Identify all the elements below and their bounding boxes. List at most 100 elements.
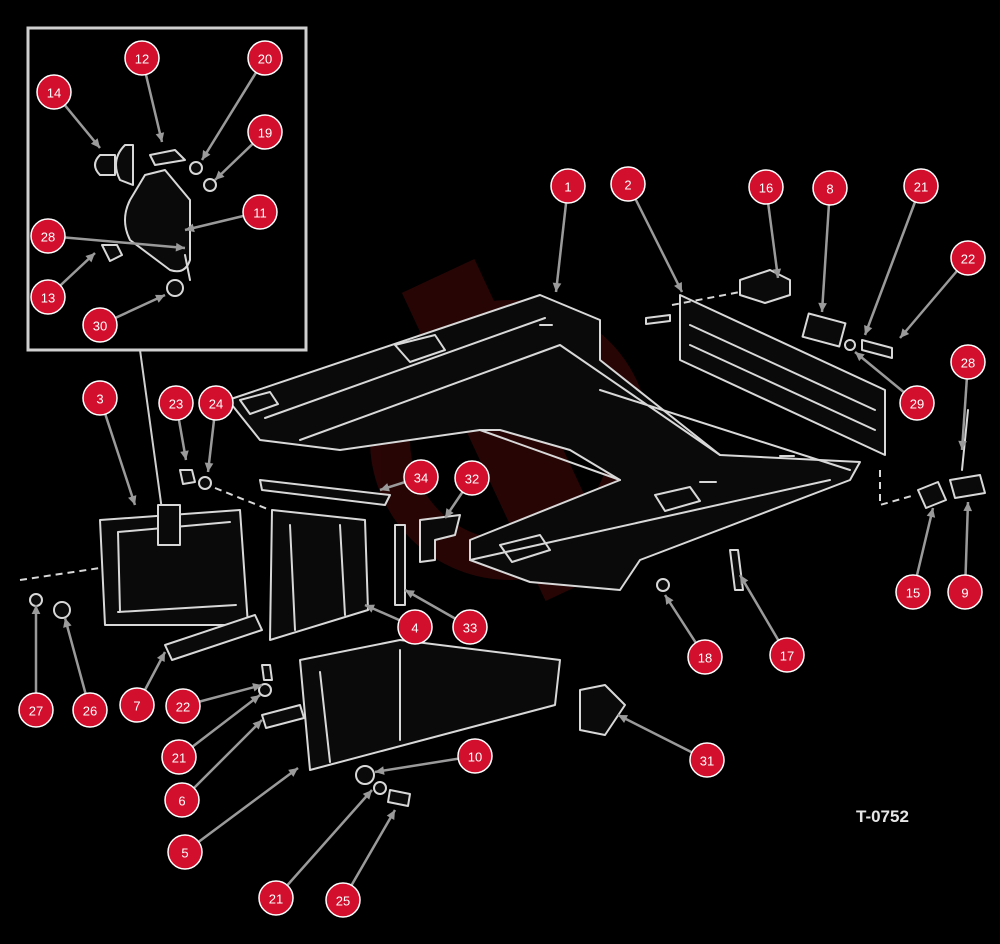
callout-26: 26 (72, 692, 108, 728)
callout-badge (610, 166, 646, 202)
leader-arrowhead (90, 138, 100, 148)
callout-badge (72, 692, 108, 728)
callout-badge (452, 609, 488, 645)
callout-badge (82, 307, 118, 343)
callout-badge (198, 385, 234, 421)
callout-badge (82, 380, 118, 416)
wire-part (961, 409, 969, 471)
screw-part (261, 664, 273, 681)
leader-arrowhead (772, 268, 782, 278)
callout-18: 18 (687, 639, 723, 675)
callout-label: 19 (258, 126, 272, 141)
callout-22: 22 (950, 240, 986, 276)
detail-inset-pointer (139, 349, 163, 511)
leader-arrowhead (958, 440, 967, 450)
main-frame (227, 294, 861, 591)
leader-arrowhead (445, 508, 454, 518)
callout-14: 14 (36, 74, 72, 110)
callout-badge (119, 687, 155, 723)
assembly-line (19, 567, 101, 581)
callout-21: 21 (161, 739, 197, 775)
left-cover (99, 504, 249, 626)
callout-33: 33 (452, 609, 488, 645)
callout-badge (903, 168, 939, 204)
hinge-part (579, 684, 626, 736)
callout-badge (258, 880, 294, 916)
callout-label: 9 (961, 586, 968, 601)
stud-part (729, 549, 744, 591)
roller-part (164, 614, 263, 661)
leader-arrowhead (155, 294, 165, 303)
leader-line-2 (626, 183, 684, 293)
callout-label: 10 (468, 750, 482, 765)
callout-badge (124, 40, 160, 76)
leader-arrowhead (855, 352, 865, 362)
callout-badge (167, 834, 203, 870)
callout-label: 15 (906, 586, 920, 601)
callout-badge (457, 738, 493, 774)
callout-1: 1 (550, 168, 586, 204)
callout-label: 34 (414, 471, 428, 486)
pin-part (645, 314, 671, 325)
leader-arrowhead (180, 450, 189, 460)
callout-badge (899, 385, 935, 421)
callout-badge (812, 170, 848, 206)
callout-badge (30, 279, 66, 315)
callout-label: 23 (169, 397, 183, 412)
leader-arrowhead (204, 462, 214, 472)
knob-part (949, 474, 986, 499)
bar-part (259, 479, 391, 506)
leader-arrowhead (380, 483, 390, 492)
callout-11: 11 (242, 194, 278, 230)
callout-28: 28 (30, 218, 66, 254)
callout-label: 32 (465, 472, 479, 487)
leader-arrowhead (386, 810, 395, 820)
leader-arrowhead (185, 223, 195, 233)
callout-28: 28 (950, 344, 986, 380)
callout-label: 5 (181, 846, 188, 861)
callout-label: 33 (463, 621, 477, 636)
leader-arrowhead (85, 253, 95, 263)
pin-part (261, 704, 305, 729)
leader-line-21 (275, 789, 373, 899)
leader-arrowhead (31, 605, 41, 615)
callout-label: 21 (914, 180, 928, 195)
leader-arrowhead (375, 766, 385, 775)
washer-part (844, 339, 856, 351)
leader-arrowhead (900, 328, 910, 338)
callout-13: 13 (30, 279, 66, 315)
callout-label: 30 (93, 319, 107, 334)
callout-21: 21 (903, 168, 939, 204)
washer-part (258, 683, 272, 697)
callout-badge (950, 344, 986, 380)
callout-8: 8 (812, 170, 848, 206)
callout-label: 8 (826, 182, 833, 197)
callout-label: 20 (258, 52, 272, 67)
callout-badge (950, 240, 986, 276)
callout-label: 26 (83, 704, 97, 719)
leader-arrowhead (818, 302, 827, 312)
callout-2: 2 (610, 166, 646, 202)
callout-label: 28 (961, 356, 975, 371)
leader-arrowhead (618, 715, 628, 723)
screw-part (179, 469, 196, 485)
callout-badge (164, 782, 200, 818)
bolt-part (861, 339, 893, 359)
callout-label: 7 (133, 699, 140, 714)
leader-arrowhead (665, 595, 674, 605)
callout-label: 27 (29, 704, 43, 719)
leader-arrowhead (926, 508, 936, 518)
side-panel (679, 269, 886, 456)
callout-label: 24 (209, 397, 223, 412)
leader-arrowhead (365, 604, 375, 613)
callout-label: 4 (411, 621, 418, 636)
callout-17: 17 (769, 637, 805, 673)
callout-23: 23 (158, 385, 194, 421)
callout-label: 3 (96, 392, 103, 407)
callout-badge (247, 40, 283, 76)
washer-part (373, 781, 387, 795)
callout-badge (397, 609, 433, 645)
leader-arrowhead (128, 495, 137, 505)
